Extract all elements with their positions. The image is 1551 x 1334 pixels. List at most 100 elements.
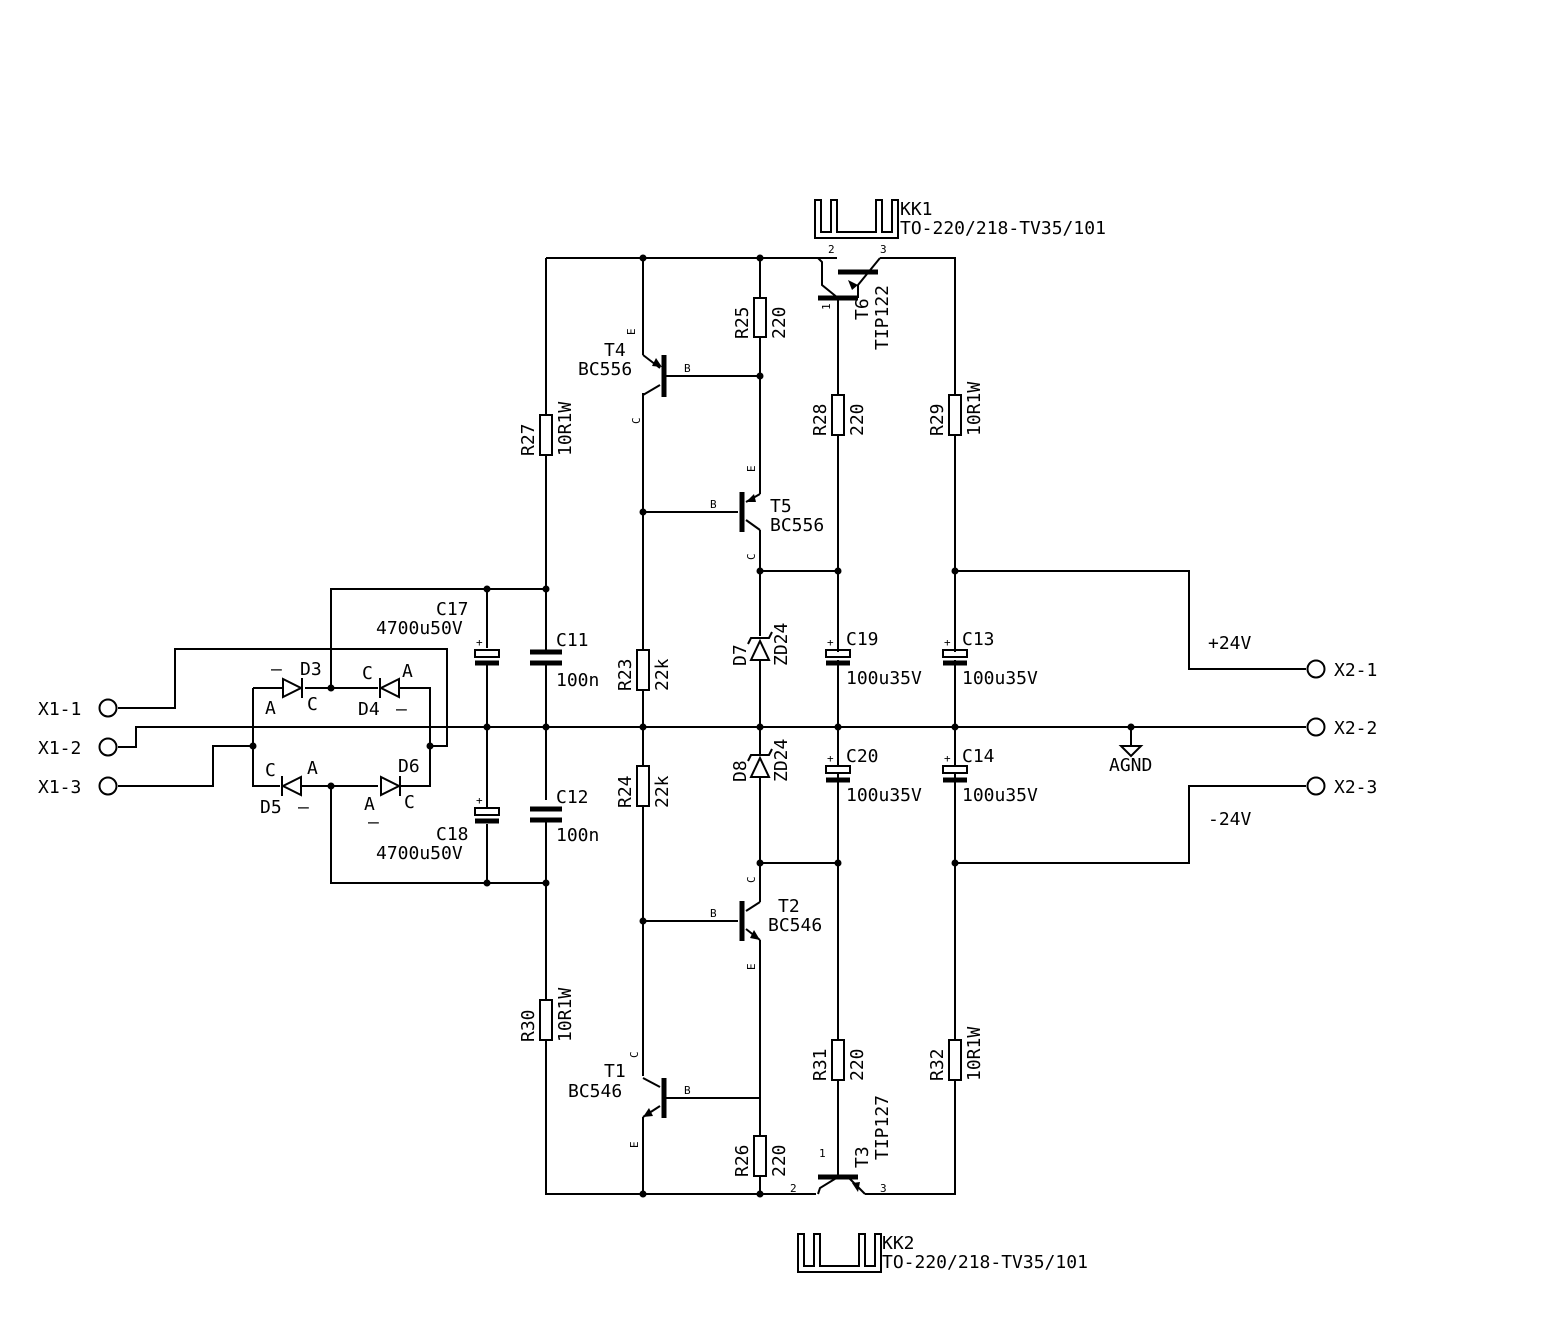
resistor-body: [539, 999, 553, 1041]
resistor-r30: R30 10R1W: [518, 988, 576, 1042]
transistor-t4-ref: T4: [604, 340, 626, 361]
diode-d8-ref: D8: [730, 760, 751, 782]
resistor-r24: R24 22k: [615, 765, 673, 808]
pin-label: B: [684, 1084, 691, 1097]
resistor-r32-value: 10R1W: [964, 1027, 985, 1081]
pin-label: C: [630, 417, 643, 424]
resistor-r27: R27 10R1W: [518, 402, 576, 456]
pin-number: 1: [820, 303, 833, 310]
resistor-body: [539, 414, 553, 456]
junctions: [249, 254, 1135, 1198]
pin-label: E: [625, 328, 638, 335]
minus-icon: —: [271, 659, 282, 680]
polarity-plus-icon: +: [944, 752, 951, 765]
junction-dot: [834, 567, 842, 575]
diode-icon: [280, 775, 302, 797]
capacitor-c17-value: 4700u50V: [376, 618, 463, 639]
minus-icon: —: [298, 797, 309, 818]
resistor-r26-value: 220: [769, 1144, 790, 1177]
diode-d7-ref: D7: [730, 644, 751, 666]
polarity-plus-icon: +: [944, 636, 951, 649]
pin-label: C: [362, 663, 373, 684]
pin-number: 1: [819, 1147, 826, 1160]
capacitor-c20: + C20 100u35V: [825, 746, 922, 806]
capacitor-c14-value: 100u35V: [962, 785, 1038, 806]
connectors: X1-1 X1-2 X1-3 X2-1 X2-2 X2-3 +24V -24V …: [38, 633, 1377, 830]
resistor-r24-ref: R24: [615, 775, 636, 808]
rail-label-pos: +24V: [1208, 633, 1252, 654]
pin-label: B: [684, 362, 691, 375]
emitter-arrow-icon: [750, 930, 760, 940]
capacitor-c11-ref: C11: [556, 630, 589, 651]
transistor-t4-value: BC556: [578, 359, 632, 380]
connector-x1-2-terminal[interactable]: [98, 737, 118, 757]
ground-symbol-icon: [1118, 745, 1144, 758]
connector-x2-3-label: X2-3: [1334, 777, 1377, 798]
resistor-r25-value: 220: [769, 306, 790, 339]
resistor-body: [753, 297, 767, 338]
connector-x1-3-terminal[interactable]: [98, 776, 118, 796]
junction-dot: [483, 879, 491, 887]
junction-dot: [542, 723, 550, 731]
junction-dot: [756, 372, 764, 380]
transistor-t2: C B E T2 BC546: [710, 876, 822, 970]
pin-label: C: [307, 694, 318, 715]
connector-x1-3-label: X1-3: [38, 777, 81, 798]
connector-x2-1-terminal[interactable]: [1306, 659, 1326, 679]
wire: [545, 1040, 816, 1195]
pin-label: E: [628, 1141, 641, 1148]
resistor-r31-value: 220: [847, 1048, 868, 1081]
connector-x2-3-terminal[interactable]: [1306, 776, 1326, 796]
resistor-r30-value: 10R1W: [555, 988, 576, 1042]
capacitor-plate: [474, 649, 500, 658]
transistor-t4: E B C T4 BC556: [578, 328, 691, 424]
connector-x2-2-terminal[interactable]: [1306, 717, 1326, 737]
heatsink-icon: [797, 1233, 882, 1273]
resistor-r32-ref: R32: [927, 1048, 948, 1081]
capacitor-plate: [942, 649, 968, 658]
emitter-arrow-icon: [852, 1182, 860, 1192]
junction-dot: [756, 567, 764, 575]
junction-dot: [1127, 723, 1135, 731]
capacitor-c13-ref: C13: [962, 629, 995, 650]
diode-d3-ref: D3: [300, 659, 322, 680]
ground-label: AGND: [1109, 755, 1152, 776]
diode-icon: [378, 677, 400, 699]
transistor-lead: [817, 1176, 839, 1195]
resistor-r32: R32 10R1W: [927, 1027, 985, 1081]
resistor-r25: R25 220: [732, 297, 790, 339]
capacitor-c19: + C19 100u35V: [825, 629, 922, 689]
wire: [330, 588, 546, 688]
connector-x1-1-terminal[interactable]: [98, 698, 118, 718]
capacitor-c17-ref: C17: [436, 599, 469, 620]
pin-label: C: [745, 553, 758, 560]
junction-dot: [249, 742, 257, 750]
junction-dot: [756, 1190, 764, 1198]
wire: [880, 257, 956, 395]
capacitor-c18: + C18 4700u50V: [376, 794, 500, 864]
junction-dot: [327, 684, 335, 692]
wire: [118, 726, 1306, 748]
pin-label: C: [404, 792, 415, 813]
transistor-t6-ref: T6: [852, 298, 873, 320]
capacitor-c14: + C14 100u35V: [942, 746, 1038, 806]
heatsink-kk1-value: TO-220/218-TV35/101: [900, 218, 1106, 239]
pin-label: E: [745, 465, 758, 472]
capacitor-c18-ref: C18: [436, 824, 469, 845]
polarity-plus-icon: +: [476, 794, 483, 807]
resistor-r30-ref: R30: [518, 1009, 539, 1042]
resistor-r23-ref: R23: [615, 658, 636, 691]
pin-label: C: [745, 876, 758, 883]
capacitor-c14-ref: C14: [962, 746, 995, 767]
transistor-t5: E B C T5 BC556: [710, 465, 824, 560]
transistor-lead: [817, 257, 839, 299]
resistor-r29-value: 10R1W: [964, 382, 985, 436]
resistor-body: [636, 765, 650, 807]
capacitor-c13-value: 100u35V: [962, 668, 1038, 689]
zener-diode-icon: [749, 755, 771, 778]
pin-label: B: [710, 907, 717, 920]
pin-number: 2: [828, 243, 835, 256]
pin-number: 3: [880, 1182, 887, 1195]
wire: [865, 1080, 956, 1195]
